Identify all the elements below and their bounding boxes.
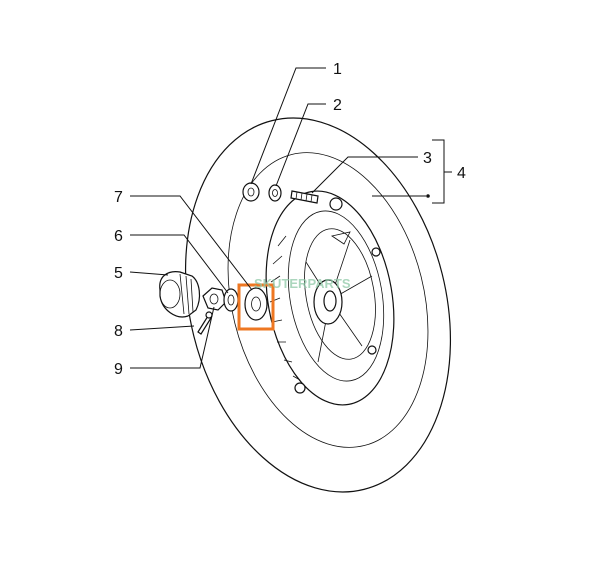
brake-drum — [265, 190, 395, 406]
callout-3: 3 — [423, 150, 432, 167]
callout-6: 6 — [114, 228, 123, 245]
callout-9: 9 — [114, 361, 123, 378]
part-6-spacer — [223, 288, 239, 312]
part-3-stud — [290, 190, 319, 204]
highlight-box — [237, 283, 275, 331]
part-7-washer — [244, 287, 268, 321]
part-8-split-pin — [197, 311, 213, 335]
callout-8: 8 — [114, 323, 123, 340]
leader-lines — [129, 67, 452, 369]
part-5-hub-cap — [159, 271, 201, 318]
callout-7: 7 — [114, 189, 123, 206]
part-2-washer — [268, 184, 282, 202]
part-1-nut — [242, 182, 260, 202]
callout-1: 1 — [333, 61, 342, 78]
callout-2: 2 — [333, 97, 342, 114]
callout-4: 4 — [457, 165, 466, 182]
callout-labels: 1 2 3 4 5 6 7 8 9 — [114, 61, 466, 378]
watermark: SKUTERPARTS — [254, 276, 351, 291]
callout-5: 5 — [114, 265, 123, 282]
